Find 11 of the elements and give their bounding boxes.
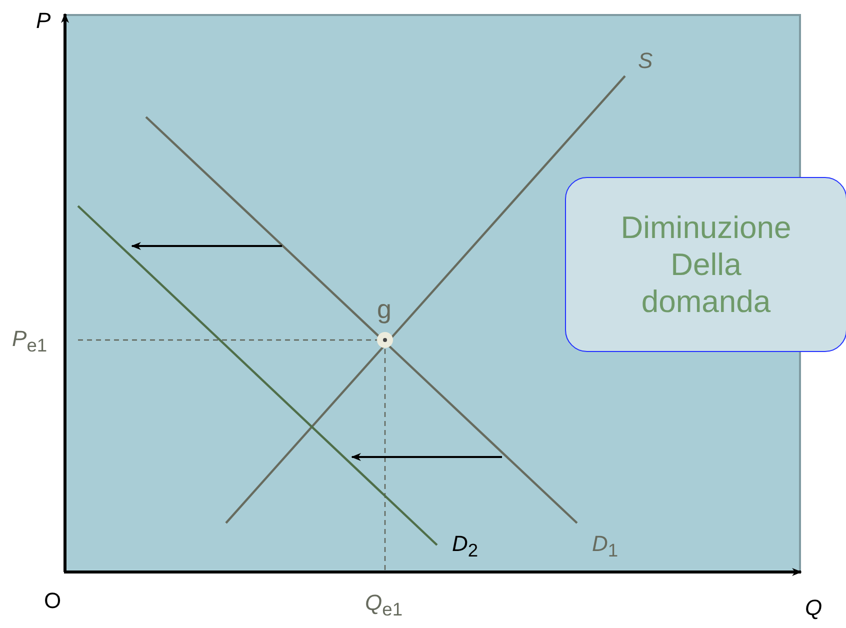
axis-label: P xyxy=(36,10,51,32)
callout-text: Diminuzione Della domanda xyxy=(620,208,792,320)
axis-label: Q xyxy=(805,597,822,619)
axis-value-label: P$_{e1}$ xyxy=(12,328,48,355)
curve-label: D$_{2}$ xyxy=(452,533,478,560)
point-label: g xyxy=(377,296,392,322)
axis-value-label: Q$_{e1}$ xyxy=(365,592,403,619)
callout-box xyxy=(565,177,846,352)
curve-label: S xyxy=(638,50,653,72)
origin-label: O xyxy=(44,590,62,612)
curve-label: D$_{1}$ xyxy=(592,533,618,560)
